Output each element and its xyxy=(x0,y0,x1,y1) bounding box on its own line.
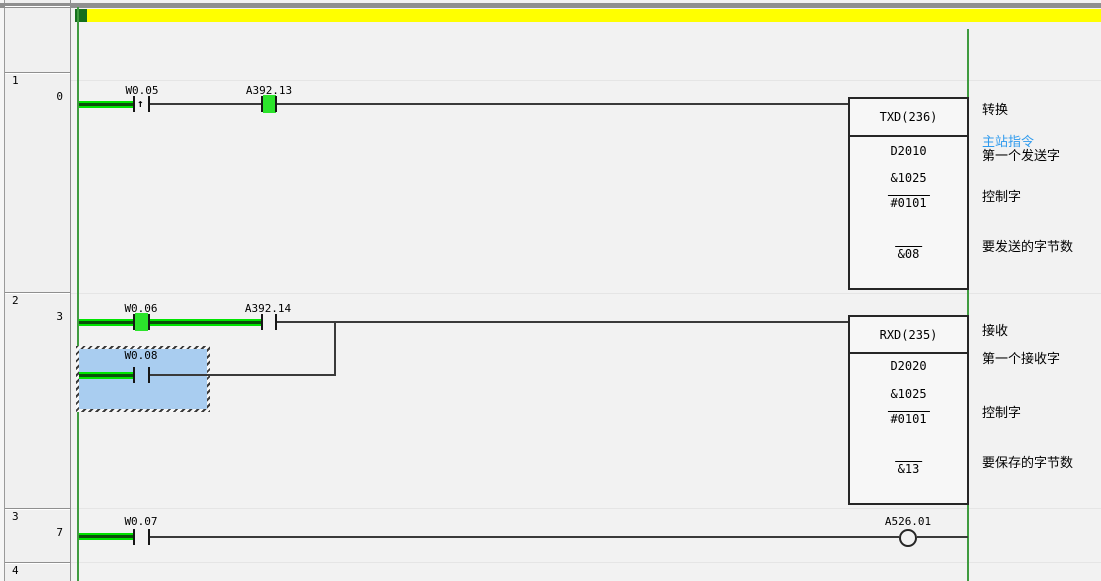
contact-bar xyxy=(261,314,263,330)
contact-bar xyxy=(148,96,150,112)
wire xyxy=(150,374,336,376)
power-flow-wire xyxy=(79,101,133,108)
operand-comment: 第一个发送字 xyxy=(982,148,1061,163)
margin-divider xyxy=(5,562,70,564)
operand-control-word[interactable]: #0101 xyxy=(887,411,930,426)
power-flow-wire xyxy=(79,372,133,379)
margin-divider xyxy=(5,72,70,74)
margin-divider xyxy=(5,292,70,294)
output-coil-a526-01[interactable] xyxy=(899,529,917,547)
operand-monitor-value: &1025 xyxy=(890,387,927,401)
selection-fill xyxy=(79,349,207,409)
margin-divider xyxy=(5,508,70,510)
contact-bar xyxy=(275,314,277,330)
rung-number-4[interactable]: 4 xyxy=(12,564,19,577)
operand-control-word[interactable]: #0101 xyxy=(887,195,930,210)
wire xyxy=(277,103,848,105)
contact-address-label: A392.14 xyxy=(244,302,292,315)
operand-first-send-word[interactable]: D2010 xyxy=(890,144,927,158)
contact-bar xyxy=(133,529,135,545)
top-border-bar xyxy=(0,3,1101,8)
contact-address-label: W0.07 xyxy=(124,515,158,528)
instruction-block-rxd[interactable]: RXD(235) D2020 &1025 #0101 &13 xyxy=(848,315,969,505)
contact-bar xyxy=(148,314,150,330)
coil-address-label: A526.01 xyxy=(884,515,932,528)
right-bus-rail xyxy=(967,29,969,581)
operand-comment: 控制字 xyxy=(982,405,1022,420)
rung-number-2[interactable]: 2 xyxy=(12,294,19,307)
wire xyxy=(917,536,968,538)
operand-first-receive-word[interactable]: D2020 xyxy=(890,359,927,373)
selection-rectangle[interactable] xyxy=(76,346,210,412)
contact-bar xyxy=(148,367,150,383)
wire xyxy=(150,103,261,105)
power-flow-wire xyxy=(79,319,133,326)
contact-bar xyxy=(133,96,135,112)
rung-margin-column xyxy=(5,0,71,581)
branch-wire xyxy=(334,321,336,376)
instruction-block-txd[interactable]: TXD(236) D2010 &1025 #0101 &08 xyxy=(848,97,969,290)
wire xyxy=(277,321,848,323)
rung-separator xyxy=(71,562,1101,563)
instruction-name: RXD(235) xyxy=(850,317,967,354)
instruction-comment: 接收 xyxy=(982,323,1009,338)
operand-comment: 控制字 xyxy=(982,189,1022,204)
rising-edge-icon: ↑ xyxy=(137,97,144,110)
operand-byte-count[interactable]: &13 xyxy=(894,461,923,476)
contact-bar xyxy=(261,96,263,112)
step-number-3: 7 xyxy=(56,526,63,539)
instruction-comment: 转换 xyxy=(982,102,1009,117)
contact-bar xyxy=(275,96,277,112)
contact-address-label: W0.08 xyxy=(124,349,158,362)
power-flow-wire xyxy=(150,319,261,326)
contact-bar xyxy=(133,314,135,330)
contact-address-label: W0.05 xyxy=(125,84,159,97)
step-number-1: 0 xyxy=(56,90,63,103)
rung-separator xyxy=(71,293,1101,294)
margin-divider xyxy=(5,5,70,7)
energized-contact-fill xyxy=(135,313,148,331)
operand-byte-count[interactable]: &08 xyxy=(894,246,923,261)
contact-bar xyxy=(148,529,150,545)
step-number-2: 3 xyxy=(56,310,63,323)
operand-comment: 第一个接收字 xyxy=(982,351,1061,366)
rung-number-3[interactable]: 3 xyxy=(12,510,19,523)
rung-number-1[interactable]: 1 xyxy=(12,74,19,87)
operand-monitor-value: &1025 xyxy=(890,171,927,185)
left-panel-edge xyxy=(0,0,5,581)
rung-comment-bar[interactable] xyxy=(87,9,1101,22)
contact-address-label: W0.06 xyxy=(124,302,158,315)
left-bus-rail xyxy=(77,7,79,581)
contact-address-label: A392.13 xyxy=(245,84,293,97)
rung-separator xyxy=(71,80,1101,81)
wire xyxy=(150,536,899,538)
symbol-comment: 主站指令 xyxy=(982,134,1035,149)
power-flow-wire xyxy=(79,533,133,540)
contact-bar xyxy=(133,367,135,383)
energized-contact-fill xyxy=(263,95,276,113)
rung-separator xyxy=(71,508,1101,509)
operand-comment: 要保存的字节数 xyxy=(982,455,1074,470)
instruction-name: TXD(236) xyxy=(850,99,967,137)
operand-comment: 要发送的字节数 xyxy=(982,239,1074,254)
